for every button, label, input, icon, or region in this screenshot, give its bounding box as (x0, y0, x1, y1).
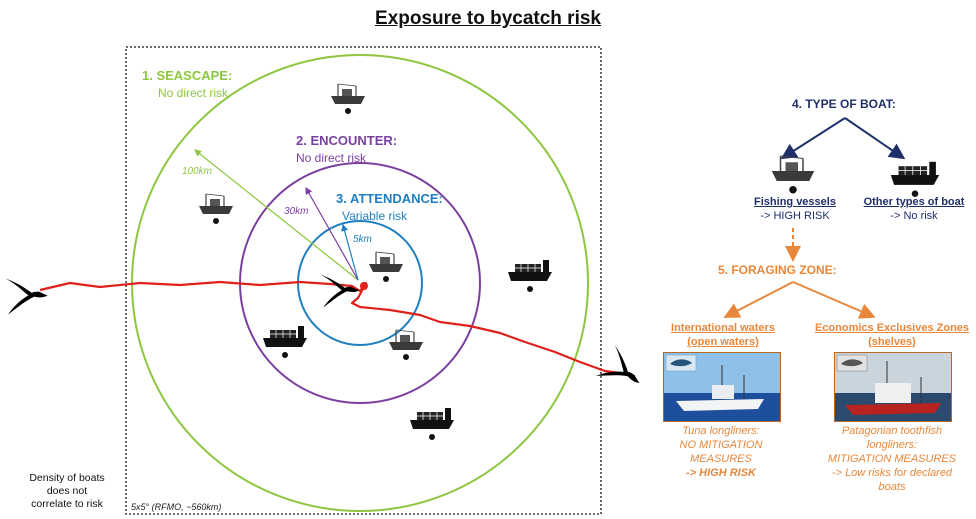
foraging-heading: 5. FORAGING ZONE: (718, 263, 837, 277)
intl-description: Tuna longliners: NO MITIGATION MEASURES … (646, 424, 796, 480)
density-note-line: Density of boats (29, 472, 105, 484)
cargo-ship-icon (409, 407, 455, 441)
boat-type-heading: 4. TYPE OF BOAT: (792, 97, 896, 111)
seascape-heading: 1. SEASCAPE: (142, 68, 233, 83)
fishing-vessel-icon (330, 83, 366, 115)
seascape-radius-arrow (194, 149, 359, 281)
encounter-heading: 2. ENCOUNTER: (296, 133, 398, 148)
fishing-vessels-risk: -> HIGH RISK (760, 210, 830, 222)
density-note: Density of boats does not correlate to r… (8, 472, 126, 511)
eez-desc-line: boats (878, 481, 906, 493)
toothfish-longliner-photo (834, 352, 952, 422)
encounter-radius-label: 30km (284, 206, 309, 217)
albatross-icon (5, 278, 48, 315)
attendance-radius-arrow (341, 223, 359, 281)
intl-desc-line: NO MITIGATION (679, 439, 763, 451)
cargo-ship-icon (890, 161, 940, 198)
eez-description: Patagonian toothfish longliners: MITIGAT… (808, 424, 976, 494)
arrow-to-intl (723, 281, 794, 318)
eez-desc-line: longliners: (866, 439, 918, 451)
attendance-heading: 3. ATTENDANCE: (336, 191, 443, 206)
bird-gps-track (39, 280, 621, 375)
cargo-ship-icon (507, 259, 553, 293)
eez-label: Economics Exclusives Zones (814, 322, 970, 334)
fishing-vessel-icon (771, 155, 815, 195)
eez-desc-line: -> Low risks for declared (831, 467, 953, 479)
fishing-vessels-label: Fishing vessels (754, 196, 836, 208)
arrow-to-fishing (780, 117, 846, 160)
other-boats-risk: -> No risk (890, 210, 938, 222)
frame-label: 5x5° (RFMO, ~560km) (131, 502, 222, 512)
density-note-line: correlate to risk (31, 498, 103, 510)
albatross-icon (593, 345, 650, 399)
eez-desc-line: MITIGATION MEASURES (827, 453, 957, 465)
intl-waters-label: International waters (671, 322, 775, 334)
intl-waters-sublabel: (open waters) (687, 336, 759, 348)
arrow-to-eez (792, 281, 876, 319)
arrow-to-other (844, 117, 906, 160)
rfmo-frame (125, 46, 602, 515)
encounter-radius-arrow (305, 186, 359, 281)
attendance-radius-label: 5km (353, 234, 372, 245)
diagram-title: Exposure to bycatch risk (375, 8, 601, 29)
bird-position-marker (360, 282, 368, 290)
intl-desc-line: Tuna longliners: (682, 425, 760, 437)
intl-desc-line: -> HIGH RISK (686, 467, 756, 479)
seascape-sub: No direct risk (158, 86, 229, 100)
cargo-ship-icon (262, 325, 308, 359)
density-note-line: does not (46, 485, 88, 497)
attendance-sub: Variable risk (342, 209, 408, 223)
other-boats-label: Other types of boat (863, 196, 965, 208)
eez-sublabel: (shelves) (868, 336, 916, 348)
seascape-radius-label: 100km (182, 166, 213, 177)
tuna-longliner-photo (663, 352, 781, 422)
eez-desc-line: Patagonian toothfish (841, 425, 943, 437)
intl-desc-line: MEASURES (690, 453, 752, 465)
fishing-vessel-icon (198, 193, 234, 225)
fishing-vessel-icon (368, 251, 404, 283)
encounter-sub: No direct risk (296, 151, 367, 165)
